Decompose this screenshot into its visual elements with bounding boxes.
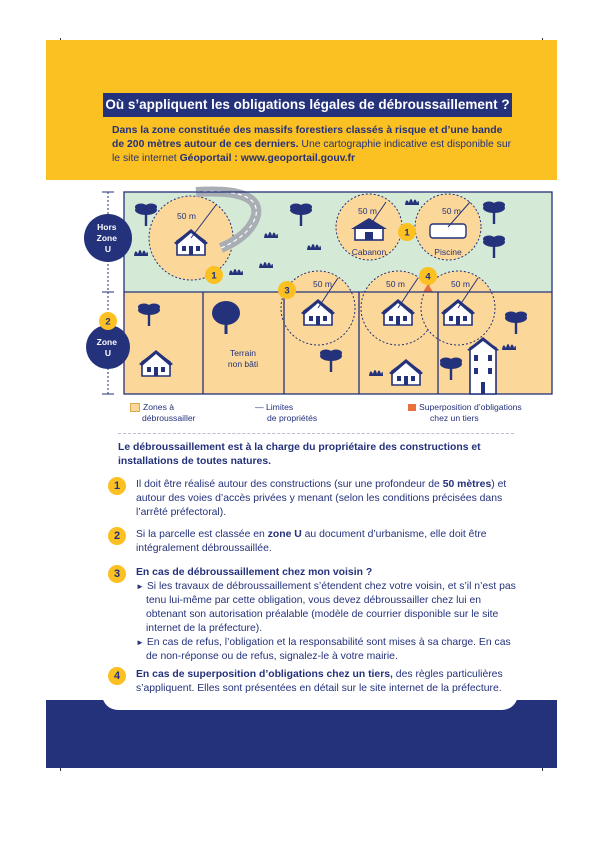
crop-mark bbox=[60, 765, 61, 771]
apartment-icon bbox=[467, 337, 499, 395]
svg-text:3: 3 bbox=[284, 286, 289, 297]
item-1-text: Il doit être réalisé autour des construc… bbox=[136, 479, 443, 490]
bullet-arrow-icon: ► bbox=[136, 638, 144, 647]
marker-3 bbox=[278, 281, 296, 299]
legend-limits-label-2: de propriétés bbox=[267, 413, 318, 423]
hors-label-2: Zone bbox=[97, 233, 118, 243]
item-1-badge: 1 bbox=[108, 477, 126, 495]
distance-label: 50 m bbox=[386, 279, 405, 289]
hors-zone-u-badge bbox=[84, 214, 132, 262]
legend-overlap-swatch bbox=[408, 404, 416, 412]
terrain-label-1: Terrain bbox=[230, 348, 256, 358]
legend-zones-label-1: Zones à bbox=[143, 402, 175, 412]
svg-text:1: 1 bbox=[211, 271, 217, 282]
geoportail-link[interactable]: Géoportail : www.geoportail.gouv.fr bbox=[179, 153, 356, 164]
item-3-bullet-2: ► En cas de refus, l’obligation et la re… bbox=[136, 636, 518, 664]
item-2-text-end: au document d’urbanisme, elle doit être … bbox=[136, 529, 487, 554]
zone-u-label-1: Zone bbox=[97, 337, 118, 347]
item-2: 2 Si la parcelle est classée en zone U a… bbox=[108, 527, 518, 556]
item-1: 1 Il doit être réalisé autour des constr… bbox=[108, 477, 518, 520]
svg-text:Hors Zone U: Hors Zone U bbox=[97, 222, 120, 254]
zone-u-label-2: U bbox=[105, 348, 111, 358]
marker-1 bbox=[205, 266, 223, 284]
hors-label-1: Hors bbox=[97, 222, 117, 232]
svg-text:Zone U: Zone U bbox=[97, 337, 120, 358]
page-title: Où s’appliquent les obligations légales … bbox=[103, 93, 512, 117]
item-3-bullet-1: ► Si les travaux de débroussaillement s’… bbox=[136, 580, 518, 636]
intro-bold: Dans la zone constituée des massifs fore… bbox=[112, 125, 503, 150]
legend-zones-label-2: débroussailler bbox=[142, 413, 196, 423]
divider bbox=[118, 433, 514, 434]
pool-icon bbox=[429, 223, 467, 239]
intro-paragraph: Dans la zone constituée des massifs fore… bbox=[112, 124, 512, 166]
item-1-text-end: ) et autour des voies d’accès privées y … bbox=[136, 479, 507, 518]
piscine-label: Piscine bbox=[434, 247, 462, 257]
overlap-marker bbox=[423, 284, 433, 292]
footer-band bbox=[46, 700, 557, 768]
legend-limits: — Limites de propriétés bbox=[255, 402, 317, 424]
svg-text:4: 4 bbox=[425, 272, 431, 283]
item-4-bold: En cas de superposition d’obligations ch… bbox=[136, 669, 393, 680]
item-4: 4 En cas de superposition d’obligations … bbox=[108, 667, 518, 696]
zone-u-badge bbox=[86, 325, 130, 369]
distance-label: 50 m bbox=[442, 206, 461, 216]
lead-paragraph: Le débroussaillement est à la charge du … bbox=[118, 442, 481, 467]
marker-2 bbox=[99, 312, 117, 330]
property-limits bbox=[123, 191, 553, 395]
legend-zones: Zones à débroussailler bbox=[130, 402, 196, 424]
hors-label-3: U bbox=[105, 244, 111, 254]
distance-label: 50 m bbox=[313, 279, 332, 289]
item-3-bullet-2-text: En cas de refus, l’obligation et la resp… bbox=[146, 637, 511, 662]
distance-label: 50 m bbox=[177, 211, 196, 221]
distance-label: 50 m bbox=[451, 279, 470, 289]
legend-overlap-label-1: Superposition d’obligations bbox=[419, 402, 522, 412]
round-tree-icon bbox=[212, 301, 240, 325]
svg-text:2: 2 bbox=[105, 317, 110, 328]
terrain-label-2: non bâti bbox=[228, 359, 258, 369]
item-3: 3 En cas de débroussaillement chez mon v… bbox=[108, 565, 518, 664]
item-3-badge: 3 bbox=[108, 565, 126, 583]
item-4-text: des règles particulières s’appliquent. E… bbox=[136, 669, 503, 694]
item-1-bold: 50 mètres bbox=[442, 479, 492, 490]
cabanon-icon bbox=[351, 218, 387, 241]
zone-diagram: Hors Zone U Zone U 50 m 50 m 50 bbox=[84, 186, 553, 395]
content-card-bottom bbox=[102, 640, 518, 710]
intro-text: Une cartographie indicative est disponib… bbox=[112, 139, 512, 164]
legend-overlap: Superposition d’obligations chez un tier… bbox=[408, 402, 522, 424]
marker-4 bbox=[419, 267, 437, 285]
svg-text:1: 1 bbox=[404, 228, 410, 239]
crop-mark bbox=[542, 765, 543, 771]
item-2-badge: 2 bbox=[108, 527, 126, 545]
legend-zone-swatch bbox=[130, 403, 140, 413]
item-4-badge: 4 bbox=[108, 667, 126, 685]
item-2-text: Si la parcelle est classée en bbox=[136, 529, 268, 540]
distance-label: 50 m bbox=[358, 206, 377, 216]
marker-1 bbox=[398, 223, 416, 241]
item-2-bold: zone U bbox=[267, 529, 302, 540]
legend-overlap-label-2: chez un tiers bbox=[430, 413, 479, 423]
bullet-arrow-icon: ► bbox=[136, 582, 144, 591]
item-3-title: En cas de débroussaillement chez mon voi… bbox=[136, 567, 373, 578]
item-3-bullet-1-text: Si les travaux de débroussaillement s’ét… bbox=[146, 581, 516, 634]
legend-limits-label-1: — Limites bbox=[255, 402, 294, 412]
cabanon-label: Cabanon bbox=[352, 247, 387, 257]
